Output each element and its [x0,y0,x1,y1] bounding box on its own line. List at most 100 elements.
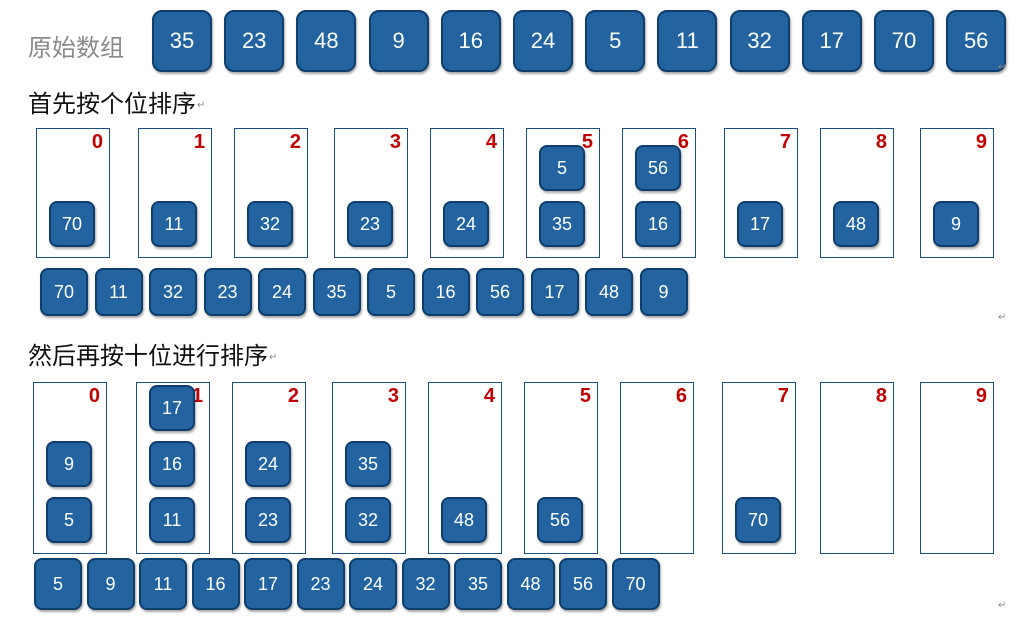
bucket-2: 2 24 23 [232,382,306,554]
bucket-item-chip: 35 [345,441,391,487]
bucket-item-chip: 56 [537,497,583,543]
bucket-item-chip: 11 [149,497,195,543]
step2-heading: 然后再按十位进行排序↵ [28,342,278,370]
bucket-item-chip: 24 [443,201,489,247]
bucket-item-chip: 48 [833,201,879,247]
bucket-index-label: 4 [485,131,497,153]
result-value-chip: 11 [94,268,143,316]
bucket-9: 9 [920,382,994,554]
bucket-item-chip: 5 [46,497,92,543]
bucket-index-label: 3 [389,131,401,153]
bucket-index-label: 1 [191,385,203,407]
bucket-index-label: 4 [483,385,495,407]
bucket-item-chip: 32 [345,497,391,543]
bucket-item-chip: 9 [46,441,92,487]
return-mark: ↵ [998,312,1007,323]
bucket-item-chip: 16 [635,201,681,247]
bucket-index-label: 0 [91,131,103,153]
original-value-chip: 70 [874,10,934,72]
original-value-chip: 16 [440,10,501,72]
result-value-chip: 24 [258,268,306,316]
bucket-item-chip: 35 [539,201,585,247]
original-value-chip: 35 [152,10,212,72]
result-value-chip: 16 [191,558,240,610]
result-value-chip: 16 [421,268,470,316]
bucket-index-label: 8 [875,385,887,407]
original-value-chip: 56 [946,10,1007,72]
original-value-chip: 32 [729,10,790,72]
result-value-chip: 56 [559,558,607,610]
bucket-item-chip: 70 [735,497,781,543]
bucket-item-chip: 32 [247,201,293,247]
result-value-chip: 35 [312,268,361,316]
bucket-item-chip: 9 [933,201,979,247]
original-value-chip: 17 [801,10,862,72]
result-value-chip: 17 [530,268,579,316]
bucket-index-label: 2 [289,131,301,153]
original-value-chip: 11 [657,10,718,72]
bucket-index-label: 5 [581,131,593,153]
bucket-3: 3 35 32 [332,382,406,554]
result-value-chip: 23 [203,268,252,316]
bucket-index-label: 9 [975,385,987,407]
bucket-index-label: 6 [677,131,689,153]
result-value-chip: 35 [454,558,502,610]
result-value-chip: 5 [34,558,82,610]
result-value-chip: 23 [296,558,345,610]
bucket-index-label: 0 [88,385,100,407]
return-mark: ↵ [269,351,278,363]
original-array-label: 原始数组 [28,34,124,62]
result-value-chip: 9 [86,558,135,610]
result-value-chip: 56 [476,268,524,316]
step1-heading: 首先按个位排序↵ [28,90,206,118]
bucket-item-chip: 48 [441,497,487,543]
return-mark: ↵ [197,99,206,111]
bucket-item-chip: 16 [149,441,195,487]
original-value-chip: 9 [368,10,429,72]
bucket-4: 4 24 [430,128,504,258]
result-value-chip: 32 [401,558,450,610]
bucket-8: 8 48 [820,128,894,258]
bucket-index-label: 7 [779,131,791,153]
bucket-index-label: 2 [287,385,299,407]
bucket-index-label: 5 [579,385,591,407]
bucket-item-chip: 56 [635,145,681,191]
return-mark: ↵ [998,62,1007,73]
bucket-index-label: 8 [875,131,887,153]
bucket-item-chip: 5 [539,145,585,191]
bucket-item-chip: 23 [245,497,291,543]
bucket-item-chip: 11 [151,201,197,247]
bucket-5: 5 56 [524,382,598,554]
result-value-chip: 24 [349,558,397,610]
original-value-chip: 23 [224,10,285,72]
result-value-chip: 11 [139,558,187,610]
bucket-item-chip: 17 [737,201,783,247]
result-value-chip: 17 [244,558,292,610]
bucket-item-chip: 17 [149,385,195,431]
bucket-0: 0 70 [36,128,110,258]
original-value-chip: 5 [585,10,646,72]
bucket-7: 7 17 [724,128,798,258]
result-value-chip: 70 [611,558,660,610]
bucket-6: 6 [620,382,694,554]
original-value-chip: 24 [513,10,573,72]
bucket-index-label: 3 [387,385,399,407]
result-value-chip: 9 [639,268,688,316]
result-value-chip: 70 [40,268,88,316]
original-value-chip: 48 [296,10,357,72]
bucket-4: 4 48 [428,382,502,554]
return-mark: ↵ [998,600,1007,611]
result-value-chip: 48 [585,268,633,316]
bucket-item-chip: 24 [245,441,291,487]
bucket-2: 2 32 [234,128,308,258]
bucket-index-label: 6 [675,385,687,407]
bucket-index-label: 9 [975,131,987,153]
bucket-item-chip: 70 [49,201,95,247]
